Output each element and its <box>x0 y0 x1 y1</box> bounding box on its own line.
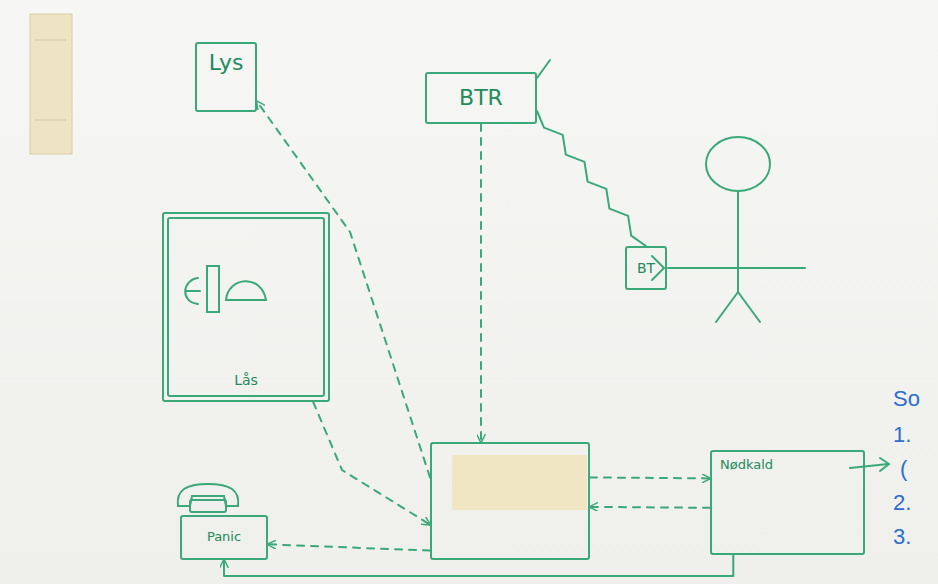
controller-box <box>430 442 590 560</box>
node-label: BT <box>637 260 655 276</box>
list-number: 1. <box>893 424 911 446</box>
antenna-symbol <box>537 60 550 78</box>
device-box: Nødkald <box>710 450 865 555</box>
phone-symbol <box>178 484 239 512</box>
device-box: Lys <box>195 42 257 112</box>
wireless-link <box>537 111 646 246</box>
dashed-connector <box>313 402 430 525</box>
node-label: BTR <box>459 85 503 110</box>
heading-fragment: So <box>893 388 920 410</box>
dashed-connector <box>268 544 430 550</box>
stick-figure <box>652 137 805 322</box>
outgoing-line <box>850 458 889 471</box>
device-box: BT <box>625 246 667 290</box>
dashed-connector <box>590 506 710 509</box>
device-box: Panic <box>180 515 268 560</box>
list-number: 2. <box>893 492 911 514</box>
blank-panel <box>452 455 587 510</box>
sticky-pad <box>30 14 72 154</box>
node-label: Lys <box>209 50 244 75</box>
node-label: Lås <box>234 372 258 388</box>
list-number: 3. <box>893 526 911 548</box>
node-label: Panic <box>207 530 241 545</box>
list-number: ( <box>900 458 907 480</box>
dashed-connector <box>480 124 482 442</box>
node-label: Nødkald <box>720 458 773 473</box>
dashed-connector <box>590 477 710 478</box>
lock-symbol <box>168 218 324 396</box>
dashed-connector <box>257 102 430 478</box>
lock-box: Lås <box>162 212 330 402</box>
device-box: BTR <box>425 72 537 124</box>
